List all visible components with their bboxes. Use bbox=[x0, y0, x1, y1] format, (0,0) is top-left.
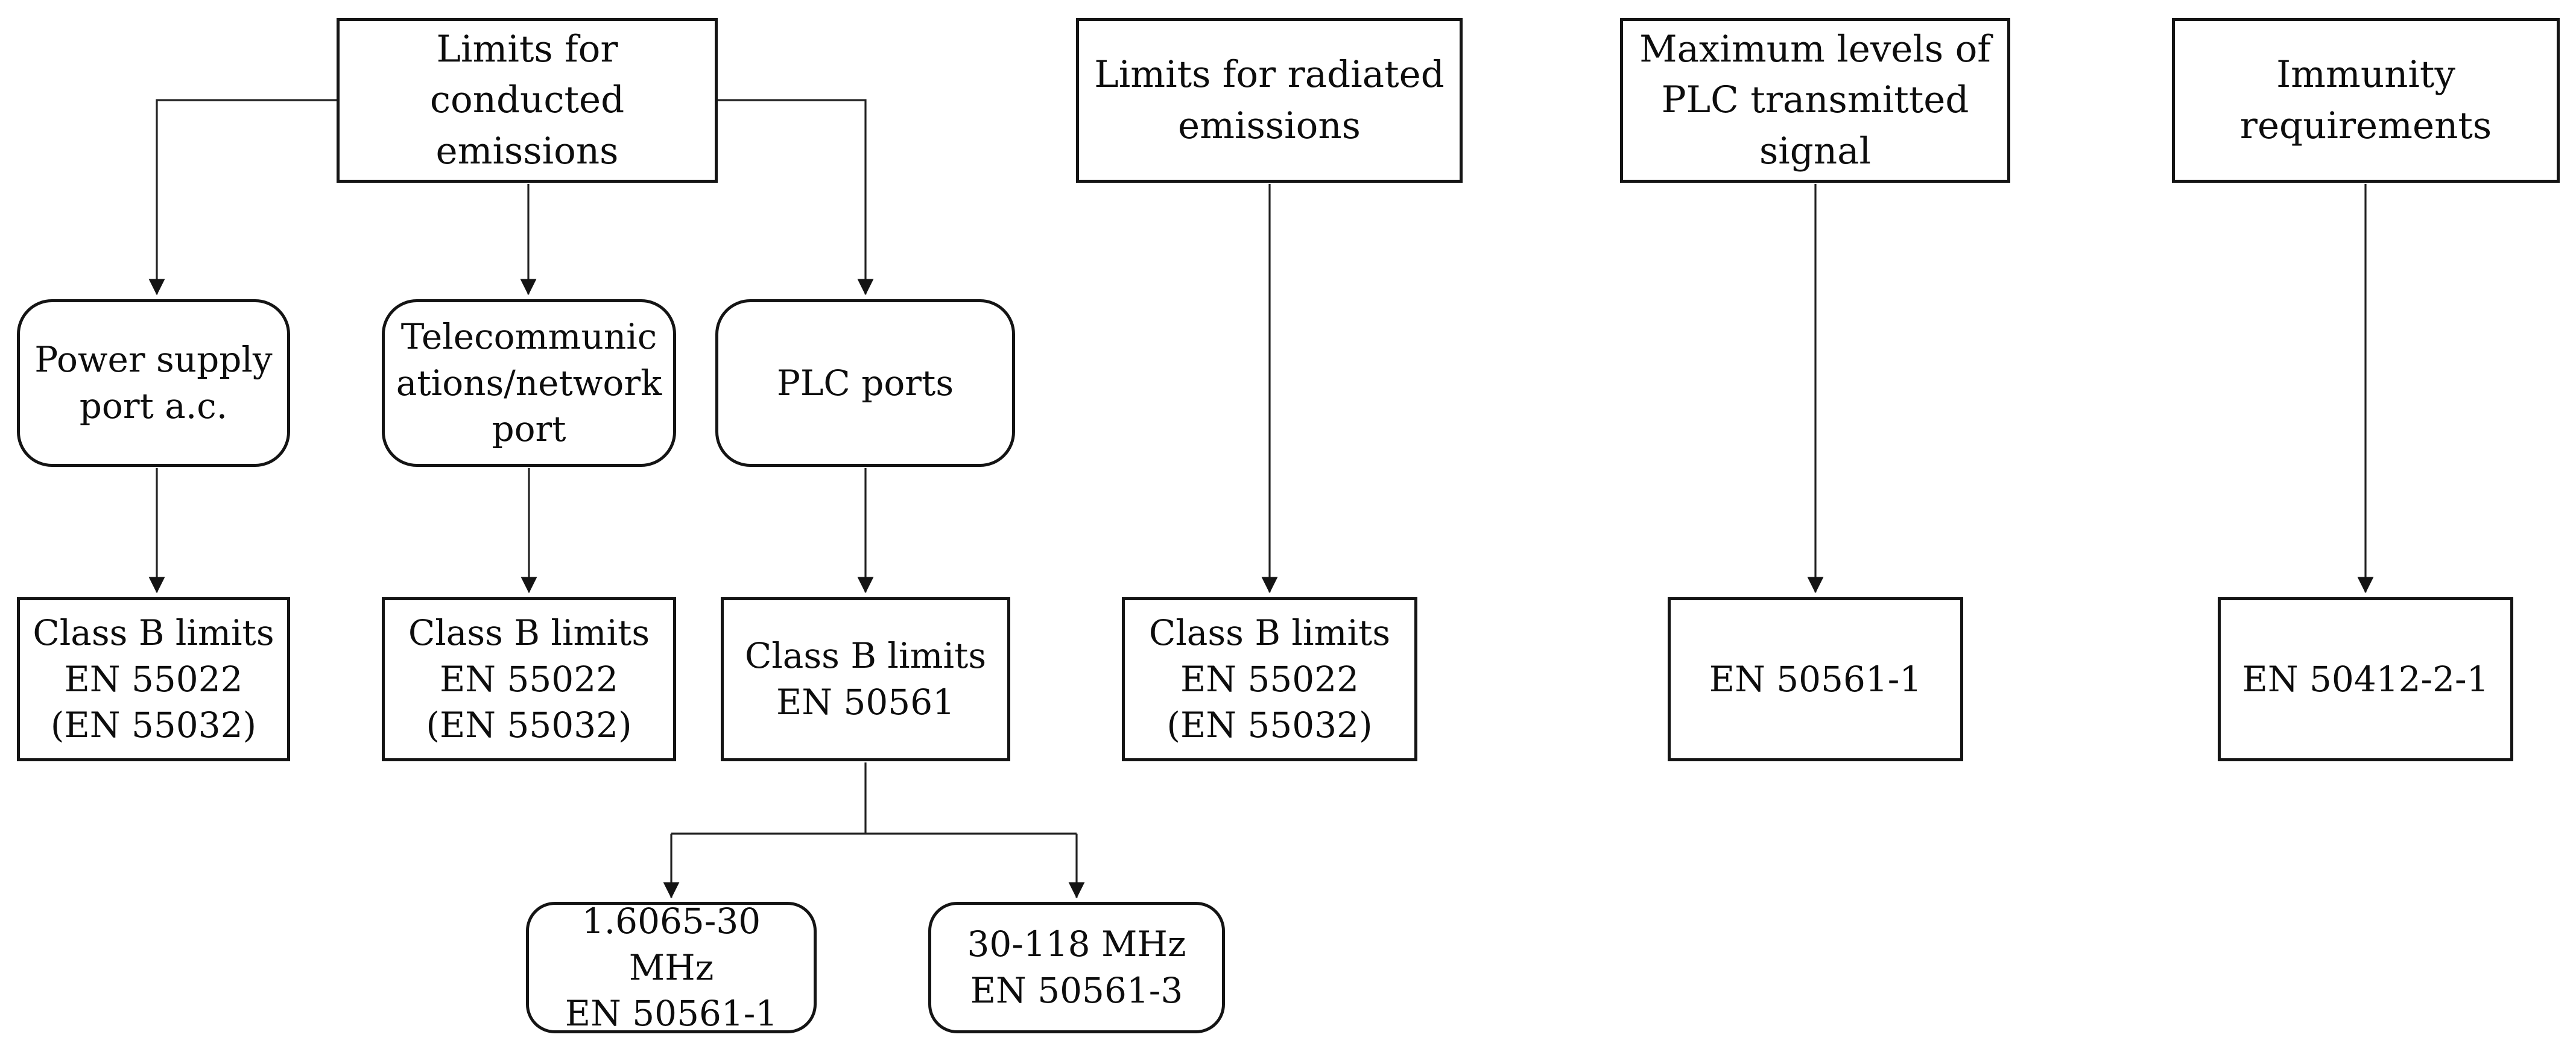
node-telecommunications-network-port: Telecommunic ations/network port bbox=[382, 299, 676, 467]
node-immunity-requirements: Immunity requirements bbox=[2172, 18, 2560, 183]
node-limits-radiated-emissions: Limits for radiated emissions bbox=[1076, 18, 1463, 183]
node-band-1-6065-30mhz-en50561-1: 1.6065-30 MHz EN 50561-1 bbox=[526, 901, 817, 1034]
node-en50412-2-1: EN 50412-2-1 bbox=[2218, 597, 2513, 761]
node-band-30-118mhz-en50561-3: 30-118 MHz EN 50561-3 bbox=[928, 902, 1225, 1033]
node-limits-conducted-emissions: Limits for conducted emissions bbox=[337, 18, 718, 183]
edge-conducted-plcports bbox=[718, 99, 874, 296]
node-max-levels-plc-signal: Maximum levels of PLC transmitted signal bbox=[1620, 18, 2010, 183]
node-classb-en55022-power: Class B limits EN 55022 (EN 55032) bbox=[17, 597, 290, 761]
node-classb-en55022-radiated: Class B limits EN 55022 (EN 55032) bbox=[1122, 597, 1417, 761]
node-power-supply-port-ac: Power supply port a.c. bbox=[17, 299, 290, 467]
node-classb-en55022-telecom: Class B limits EN 55022 (EN 55032) bbox=[382, 597, 676, 761]
edge-conducted-powerport bbox=[148, 99, 337, 296]
node-en50561-1: EN 50561-1 bbox=[1668, 597, 1963, 761]
node-plc-ports: PLC ports bbox=[715, 299, 1015, 467]
node-classb-en50561: Class B limits EN 50561 bbox=[721, 597, 1010, 761]
